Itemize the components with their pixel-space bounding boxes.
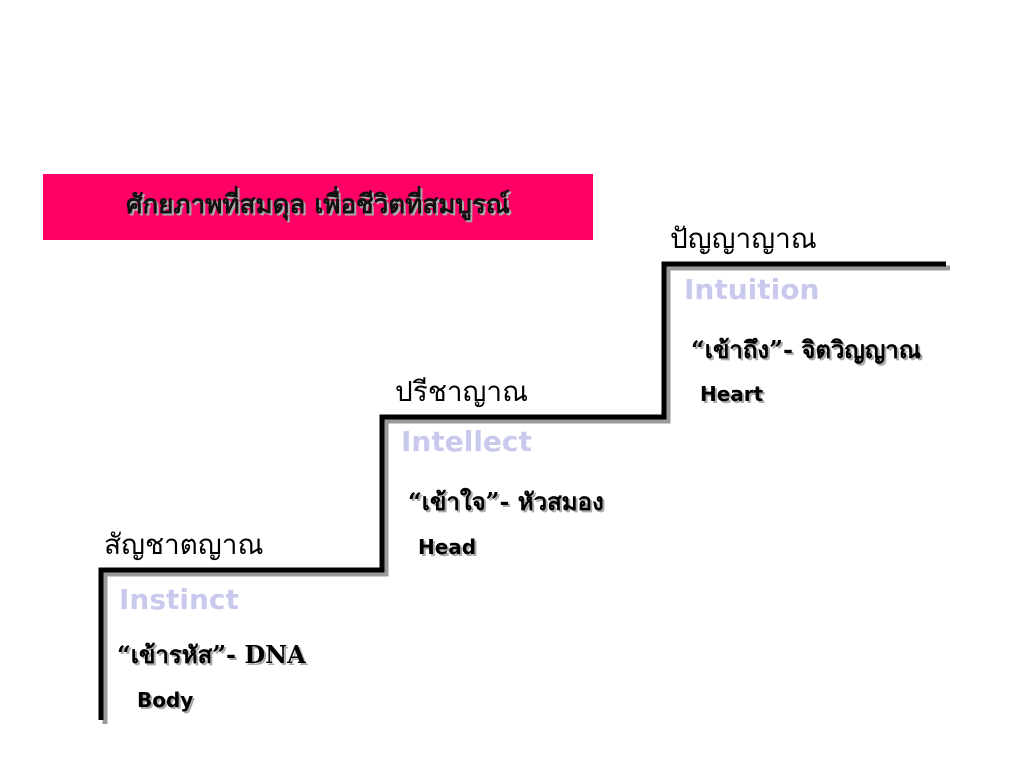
level-intellect-quote: “เข้าใจ”- หัวสมอง — [408, 487, 604, 516]
level-instinct-thai-heading: สัญชาตญาณ — [104, 528, 264, 561]
level-instinct-english-term: Instinct — [119, 583, 239, 616]
level-intellect-english-term: Intellect — [401, 425, 532, 458]
level-intuition-english-term: Intuition — [684, 273, 820, 306]
title-banner: ศักยภาพที่สมดุล เพื่อชีวิตที่สมบูรณ์ — [43, 174, 593, 240]
level-intuition-thai-heading: ปัญญาญาณ — [670, 222, 817, 255]
page-title: ศักยภาพที่สมดุล เพื่อชีวิตที่สมบูรณ์ — [126, 189, 510, 220]
staircase-shadow — [102, 265, 950, 724]
level-instinct-organ: Body — [137, 688, 194, 712]
level-intellect-organ: Head — [418, 535, 477, 559]
staircase-line — [98, 261, 946, 720]
level-intuition-organ: Heart — [700, 382, 764, 406]
level-intellect-thai-heading: ปรีชาญาณ — [395, 375, 529, 408]
level-intuition-quote: “เข้าถึง”- จิตวิญญาณ — [691, 335, 922, 364]
level-instinct-quote: “เข้ารหัส”- DNA — [117, 640, 306, 669]
